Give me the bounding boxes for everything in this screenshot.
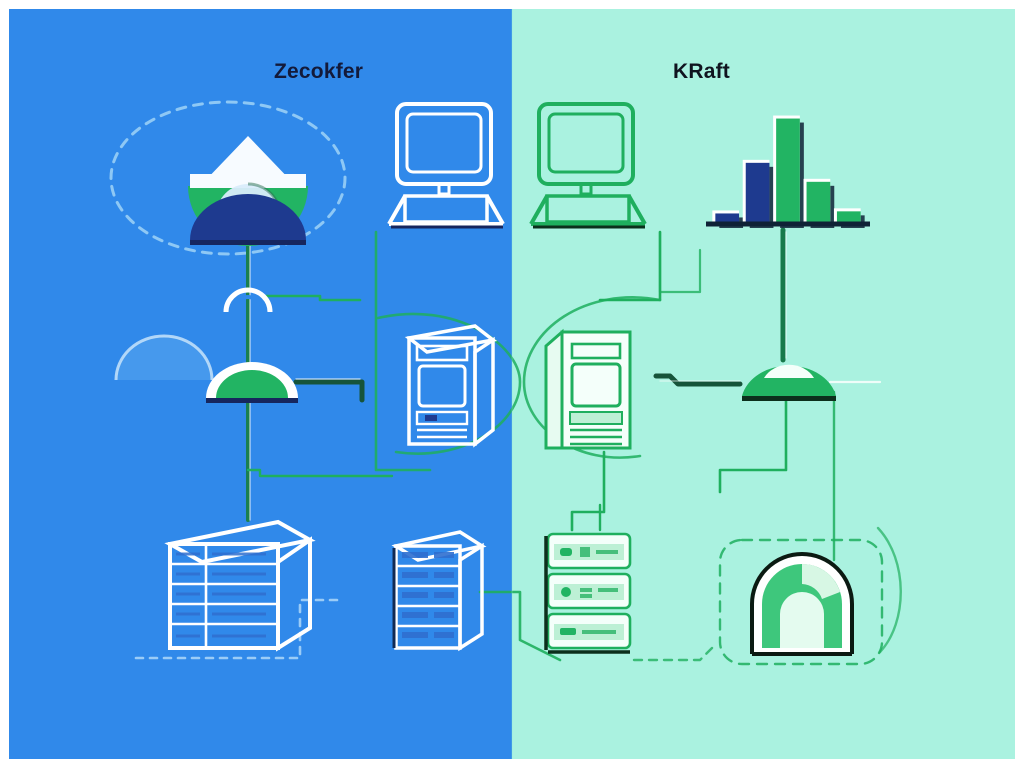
monitor-neck	[437, 182, 451, 196]
bar-chart-metrics[interactable]	[700, 98, 876, 238]
monitor-screen	[547, 112, 625, 174]
wire-cabinet-elbow	[246, 468, 394, 478]
dome-node-outline	[742, 365, 836, 396]
wire-right-dome-left	[653, 373, 743, 387]
small-arch-node[interactable]	[218, 278, 278, 316]
dome-cap-white	[202, 136, 294, 184]
wire-left-dashed-bottom	[134, 598, 346, 660]
keyboard-base	[387, 195, 505, 226]
wire-left-rack-out	[478, 590, 562, 662]
dashed-rounded-boundary	[718, 538, 884, 666]
tower-panel	[569, 411, 623, 425]
dome-node-base	[742, 396, 836, 401]
cloud-rim	[114, 334, 214, 381]
dashed-ellipse-boundary	[109, 100, 347, 256]
rack-unit-leds	[402, 552, 454, 638]
ring-inner-cut	[780, 592, 824, 648]
desktop-computer-right[interactable]	[525, 98, 651, 234]
tower-vent-top	[570, 342, 622, 360]
desktop-computer-left[interactable]	[383, 98, 509, 234]
stacked-server-right[interactable]	[534, 528, 644, 660]
wire-arch-right	[264, 294, 362, 302]
stack-unit-indicators	[560, 548, 576, 635]
wire-right-computer	[598, 230, 662, 302]
quorum-ring[interactable]	[740, 548, 864, 660]
tower-side-face	[473, 336, 495, 448]
tower-drive-bay	[570, 362, 622, 408]
wire-mid-dome-right	[293, 379, 365, 403]
stack-shadow	[544, 536, 630, 654]
cabinet-drawer-grid	[170, 544, 278, 648]
wire-right-dome-down	[718, 398, 788, 494]
server-tower-right[interactable]	[538, 326, 642, 458]
cabinet-drawer-marks	[176, 552, 266, 638]
rack-side-face	[458, 542, 484, 652]
chart-bar[interactable]	[776, 118, 800, 224]
wire-right-lobe	[522, 296, 662, 459]
wire-right-tower-down	[570, 450, 606, 532]
keyboard-body	[545, 194, 631, 224]
arch-outline	[223, 287, 273, 313]
ring-outline-dark	[750, 552, 854, 656]
monitor-screen	[405, 112, 483, 174]
chart-bar[interactable]	[806, 181, 831, 224]
rack-unit-dividers	[396, 564, 460, 628]
wire-right-computer-2	[658, 230, 702, 294]
dome-base-shadow	[190, 240, 306, 245]
cloud-body	[116, 336, 212, 380]
dome-node-fill	[216, 370, 288, 398]
tower-panel	[415, 410, 469, 426]
layered-dome-ensemble[interactable]	[168, 128, 328, 248]
cloud-shape	[104, 318, 234, 398]
dome-node-right[interactable]	[734, 352, 844, 404]
dome-base-navy	[190, 194, 306, 240]
keyboard-body	[403, 194, 489, 224]
wire-donut-arc	[876, 526, 902, 654]
wire-left-computer	[374, 230, 432, 472]
wire-left-lobe	[376, 312, 522, 455]
tower-left-face	[544, 328, 564, 450]
dome-node-cap	[764, 364, 814, 378]
tower-drive-bay	[417, 364, 467, 408]
tower-vent-top	[415, 344, 469, 362]
ring-highlight	[802, 564, 840, 599]
chart-bar[interactable]	[715, 213, 740, 224]
wire-donut-feed	[632, 646, 714, 662]
chart-bars	[712, 115, 865, 228]
cabinet-front-face	[168, 542, 280, 650]
tower-slots	[570, 428, 622, 446]
arch-inner	[231, 295, 265, 313]
rack-front-face	[394, 544, 462, 650]
cabinet-side-face	[276, 536, 312, 652]
stack-unit-ports	[580, 547, 618, 634]
chart-bar[interactable]	[745, 162, 770, 224]
dome-node-left[interactable]	[200, 358, 304, 404]
tower-front-face	[407, 336, 477, 446]
panel-title-right: KRaft	[673, 60, 730, 83]
storage-cabinet-left[interactable]	[158, 512, 322, 658]
server-tower-left[interactable]	[395, 318, 499, 454]
tower-led	[425, 415, 437, 421]
keyboard-base	[529, 195, 647, 226]
dome-node-base	[206, 398, 298, 403]
monitor-neck	[579, 182, 593, 196]
server-rack-left[interactable]	[386, 524, 490, 660]
panel-title-left: Zecokfer	[274, 60, 364, 83]
dome-band-white	[190, 174, 306, 188]
chart-bar[interactable]	[836, 211, 861, 224]
